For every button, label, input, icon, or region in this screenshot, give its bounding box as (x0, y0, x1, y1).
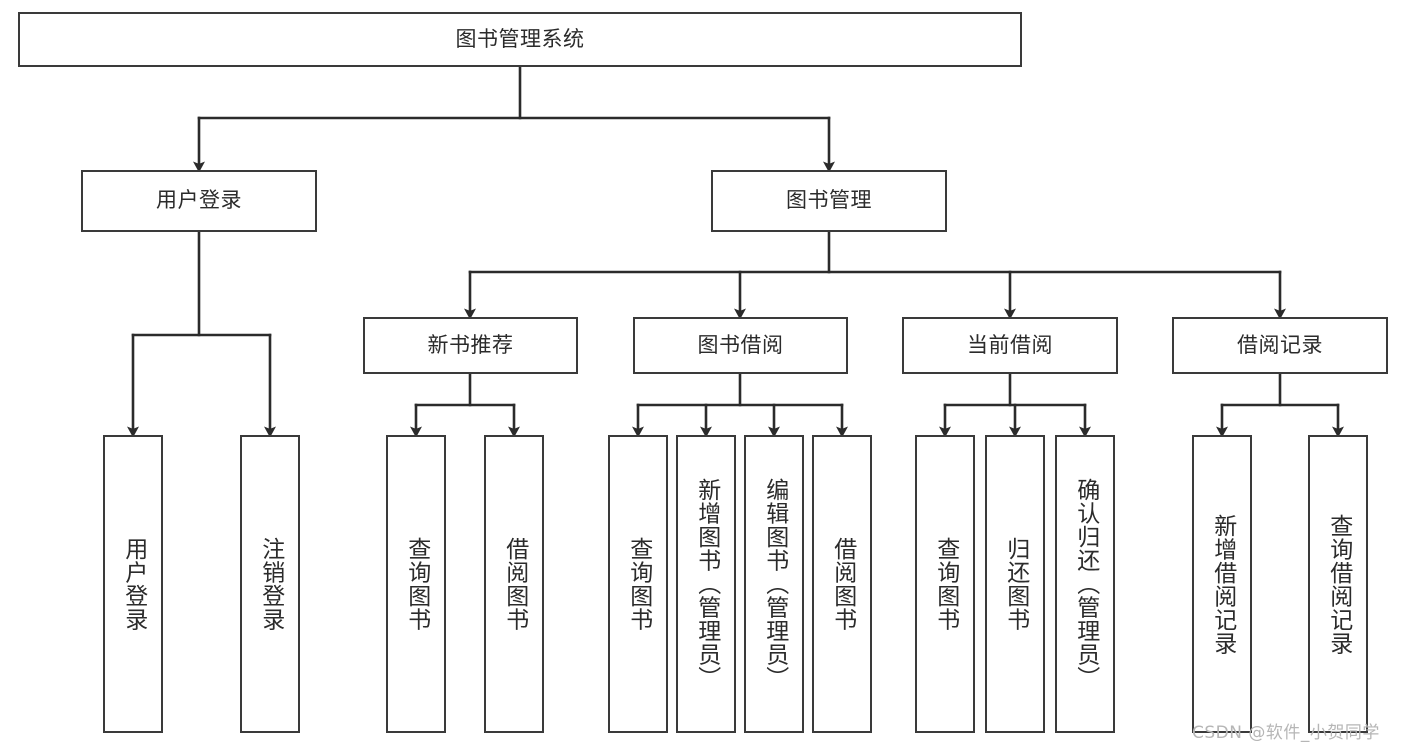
node-label: 借阅图书 (829, 537, 856, 631)
node-label: 新增借阅记录 (1209, 513, 1236, 655)
node-leaf-query-book-current[interactable]: 查询图书 (915, 435, 975, 733)
node-label: 编辑图书（管理员） (761, 478, 788, 690)
node-book-borrow[interactable]: 图书借阅 (633, 317, 848, 374)
node-current-borrow[interactable]: 当前借阅 (902, 317, 1118, 374)
node-label: 查询借阅记录 (1325, 513, 1352, 655)
node-user-login[interactable]: 用户登录 (81, 170, 317, 232)
node-label: 确认归还（管理员） (1072, 478, 1099, 690)
node-label: 归还图书 (1002, 537, 1029, 631)
node-label: 当前借阅 (967, 332, 1053, 357)
node-leaf-add-borrow-record[interactable]: 新增借阅记录 (1192, 435, 1252, 733)
node-label: 图书管理 (786, 188, 872, 213)
node-borrow-record[interactable]: 借阅记录 (1172, 317, 1388, 374)
node-leaf-return-book[interactable]: 归还图书 (985, 435, 1045, 733)
node-book-manage[interactable]: 图书管理 (711, 170, 947, 232)
node-new-book-recommend[interactable]: 新书推荐 (363, 317, 578, 374)
node-leaf-borrow-book-recommend[interactable]: 借阅图书 (484, 435, 544, 733)
node-label: 新增图书（管理员） (693, 478, 720, 690)
node-leaf-query-book-borrow[interactable]: 查询图书 (608, 435, 668, 733)
node-root-system[interactable]: 图书管理系统 (18, 12, 1022, 67)
node-leaf-query-book-recommend[interactable]: 查询图书 (386, 435, 446, 733)
node-label: 图书借阅 (697, 332, 784, 357)
node-label: 借阅记录 (1237, 332, 1323, 357)
node-label: 图书管理系统 (455, 26, 585, 51)
node-leaf-edit-book-admin[interactable]: 编辑图书（管理员） (744, 435, 804, 733)
csdn-watermark: CSDN @软件_小贺同学 (1192, 723, 1380, 743)
node-label: 用户登录 (156, 188, 242, 213)
node-label: 查询图书 (625, 537, 652, 631)
node-label: 借阅图书 (501, 537, 528, 631)
node-leaf-user-login[interactable]: 用户登录 (103, 435, 163, 733)
node-label: 查询图书 (932, 537, 959, 631)
node-leaf-user-logout[interactable]: 注销登录 (240, 435, 300, 733)
node-leaf-borrow-book[interactable]: 借阅图书 (812, 435, 872, 733)
node-leaf-query-borrow-record[interactable]: 查询借阅记录 (1308, 435, 1368, 733)
node-label: 注销登录 (257, 537, 284, 631)
node-leaf-confirm-return-admin[interactable]: 确认归还（管理员） (1055, 435, 1115, 733)
node-label: 新书推荐 (427, 332, 514, 357)
node-leaf-add-book-admin[interactable]: 新增图书（管理员） (676, 435, 736, 733)
node-label: 用户登录 (120, 537, 147, 631)
node-label: 查询图书 (403, 537, 430, 631)
